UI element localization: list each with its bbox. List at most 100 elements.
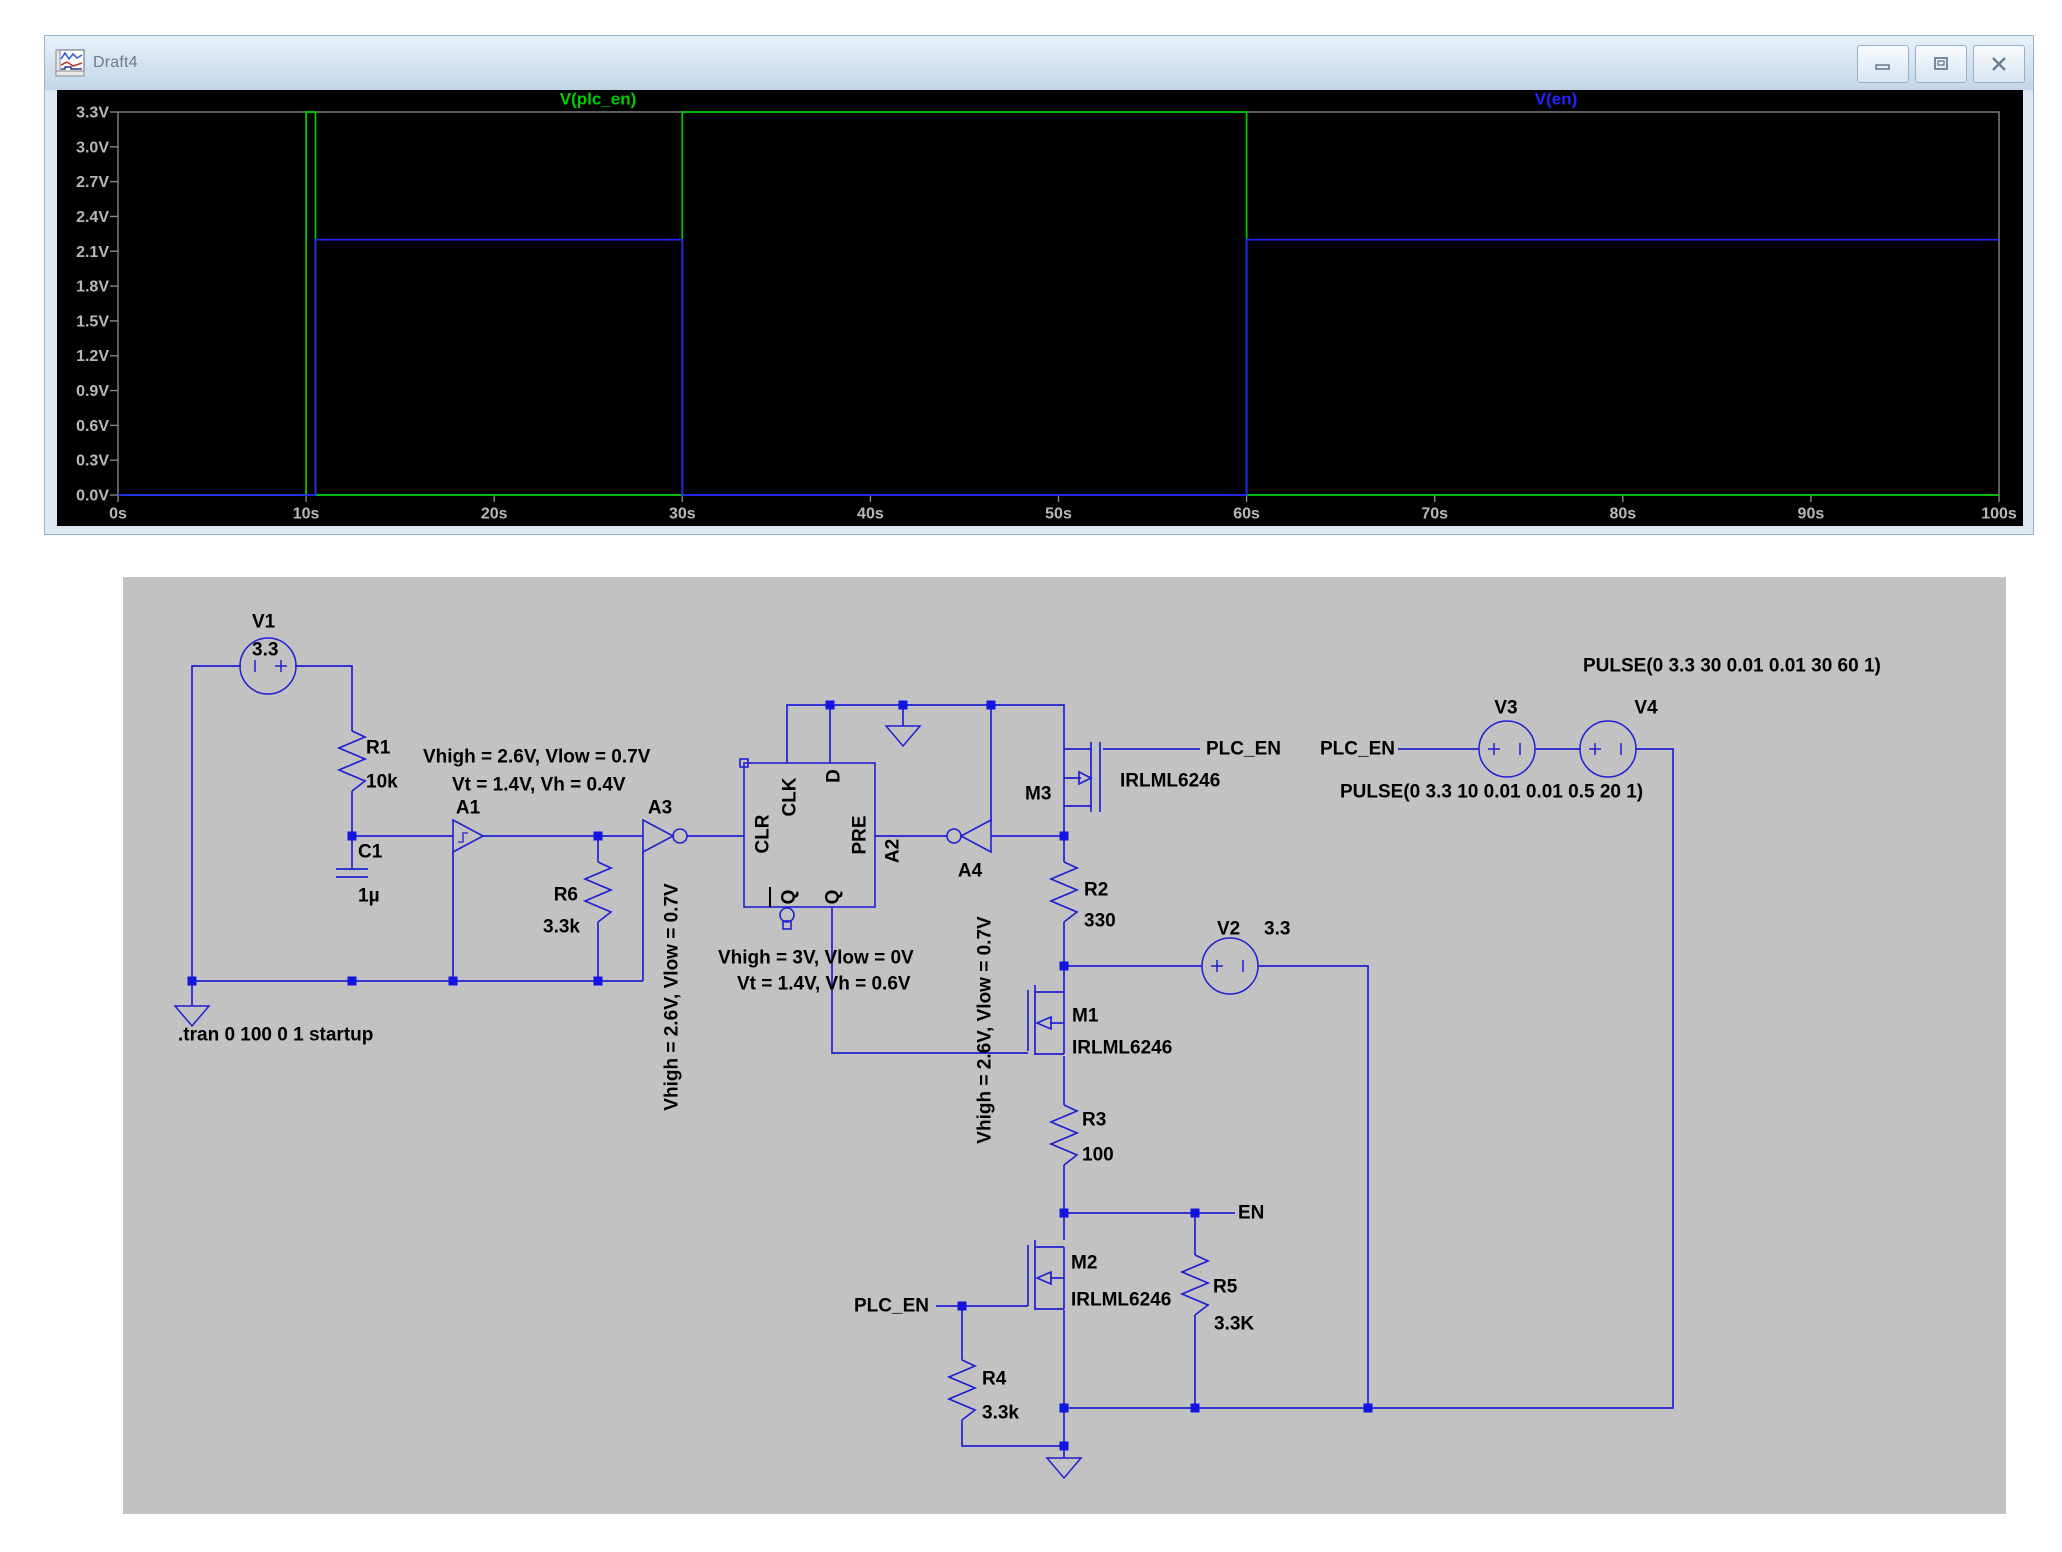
restore-button[interactable] (1915, 45, 1967, 83)
dflop-A2[interactable] (739, 758, 876, 930)
label-v3-pulse[interactable]: PULSE(0 3.3 10 0.01 0.01 0.5 20 1) (1340, 782, 1643, 803)
resistor-R4[interactable] (946, 1359, 978, 1421)
label-r4-name[interactable]: R4 (982, 1369, 1007, 1390)
inverter-A3[interactable] (642, 818, 675, 854)
close-button[interactable] (1973, 45, 2025, 83)
label-r5-value[interactable]: 3.3K (1214, 1314, 1254, 1335)
label-r1-value[interactable]: 10k (366, 772, 398, 793)
label-comment2b[interactable]: Vt = 1.4V, Vh = 0.6V (737, 974, 911, 995)
junction-dot (1190, 1403, 1200, 1413)
inverter-A4[interactable] (959, 818, 992, 854)
label-a4-name[interactable]: A4 (958, 861, 983, 882)
label-comment1a[interactable]: Vhigh = 2.6V, Vlow = 0.7V (423, 747, 651, 768)
label-m1-name[interactable]: M1 (1072, 1006, 1099, 1027)
label-r2-value[interactable]: 330 (1084, 911, 1116, 932)
label-comment1b[interactable]: Vt = 1.4V, Vh = 0.4V (452, 775, 626, 796)
junction-dot (1059, 831, 1069, 841)
label-r5-name[interactable]: R5 (1213, 1277, 1238, 1298)
label-r3-name[interactable]: R3 (1082, 1110, 1106, 1131)
y-tick-label: 0.6V (76, 418, 109, 435)
label-plc-en-label-3[interactable]: PLC_EN (854, 1296, 929, 1317)
label-rot-text-right[interactable]: Vhigh = 2.6V, Vlow = 0.7V (975, 916, 996, 1144)
label-plc-en-label-2[interactable]: PLC_EN (1320, 739, 1395, 760)
waveform-plot-icon (55, 49, 85, 77)
label-c1-value[interactable]: 1µ (358, 886, 380, 907)
label-m2-name[interactable]: M2 (1071, 1253, 1097, 1274)
label-a3-name[interactable]: A3 (648, 798, 672, 819)
label-tran-directive[interactable]: .tran 0 100 0 1 startup (178, 1025, 373, 1046)
label-ff-pin-pre[interactable]: PRE (850, 815, 871, 854)
label-ff-pin-clr[interactable]: CLR (753, 814, 774, 853)
nmos-M1[interactable] (1027, 985, 1065, 1055)
resistor-R1[interactable] (336, 730, 368, 792)
label-ff-pin-clk[interactable]: CLK (780, 777, 801, 816)
label-v2-name[interactable]: V2 (1217, 919, 1240, 940)
pmos-M3[interactable] (1063, 742, 1101, 812)
vsource-V3[interactable] (1478, 720, 1536, 778)
x-tick-label: 10s (293, 506, 320, 523)
x-tick-label: 100s (1981, 506, 2017, 523)
label-v2-value[interactable]: 3.3 (1264, 919, 1290, 940)
label-a1-name[interactable]: A1 (456, 798, 481, 819)
wire[interactable] (191, 665, 241, 981)
label-v3-name[interactable]: V3 (1494, 698, 1517, 719)
vsource-V2[interactable] (1201, 937, 1259, 995)
label-v4-pulse[interactable]: PULSE(0 3.3 30 0.01 0.01 30 60 1) (1583, 656, 1881, 677)
label-c1-name[interactable]: C1 (358, 842, 383, 863)
resistor-R5[interactable] (1179, 1254, 1211, 1316)
label-ff-pin-qbar[interactable]: Q (779, 890, 800, 905)
legend-Ven[interactable]: V(en) (1535, 90, 1578, 109)
vsource-V1[interactable] (239, 637, 297, 695)
ground-symbol-left[interactable] (173, 1005, 211, 1028)
label-m1-value[interactable]: IRLML6246 (1072, 1038, 1172, 1059)
label-v1-value[interactable]: 3.3 (252, 640, 278, 661)
label-r4-value[interactable]: 3.3k (982, 1403, 1019, 1424)
x-tick-label: 30s (669, 506, 696, 523)
label-rot-text-left[interactable]: Vhigh = 2.6V, Vlow = 0.7V (662, 883, 683, 1111)
label-v4-name[interactable]: V4 (1634, 698, 1658, 719)
wire[interactable] (295, 665, 353, 731)
wire[interactable] (1258, 965, 1369, 1408)
legend-Vplc_en[interactable]: V(plc_en) (560, 90, 637, 109)
label-comment2a[interactable]: Vhigh = 3V, Vlow = 0V (718, 948, 914, 969)
wire[interactable] (831, 907, 1028, 1054)
window-titlebar[interactable]: Draft4 (45, 36, 2033, 90)
label-r1-name[interactable]: R1 (366, 738, 391, 759)
label-ff-pin-q[interactable]: Q (823, 890, 844, 905)
minimize-button[interactable] (1857, 45, 1909, 83)
label-ff-pin-d[interactable]: D (824, 769, 845, 783)
label-m3-name[interactable]: M3 (1025, 784, 1051, 805)
label-r6-value[interactable]: 3.3k (543, 917, 580, 938)
vsource-V4[interactable] (1579, 720, 1637, 778)
ground-symbol-rail[interactable] (884, 725, 922, 748)
capacitor-C1[interactable] (336, 868, 368, 878)
resistor-R6[interactable] (582, 861, 614, 923)
y-tick-label: 2.4V (76, 209, 109, 226)
label-m2-value[interactable]: IRLML6246 (1071, 1290, 1171, 1311)
restore-icon (1934, 57, 1948, 70)
label-v1-name[interactable]: V1 (252, 612, 276, 633)
wire[interactable] (961, 1420, 1064, 1447)
junction-dot (593, 976, 603, 986)
label-en-label[interactable]: EN (1238, 1203, 1264, 1224)
inverter-bubble (672, 828, 688, 844)
schmitt-buffer-A1[interactable] (452, 818, 485, 854)
junction-dot (1059, 1441, 1069, 1451)
label-r3-value[interactable]: 100 (1082, 1145, 1114, 1166)
label-r2-name[interactable]: R2 (1084, 880, 1108, 901)
label-m3-value[interactable]: IRLML6246 (1120, 771, 1220, 792)
junction-dot (1190, 1208, 1200, 1218)
junction-dot (1059, 1403, 1069, 1413)
label-r6-name[interactable]: R6 (554, 885, 578, 906)
ground-symbol-bottom[interactable] (1045, 1457, 1083, 1480)
label-plc-en-label-1[interactable]: PLC_EN (1206, 739, 1281, 760)
source-circle (1201, 937, 1259, 995)
label-ff-name[interactable]: A2 (883, 839, 904, 863)
junction-dot (986, 700, 996, 710)
resistor-R2[interactable] (1048, 861, 1080, 923)
wire[interactable] (786, 704, 1065, 763)
resistor-R3[interactable] (1048, 1104, 1080, 1166)
nmos-M2[interactable] (1027, 1240, 1065, 1310)
